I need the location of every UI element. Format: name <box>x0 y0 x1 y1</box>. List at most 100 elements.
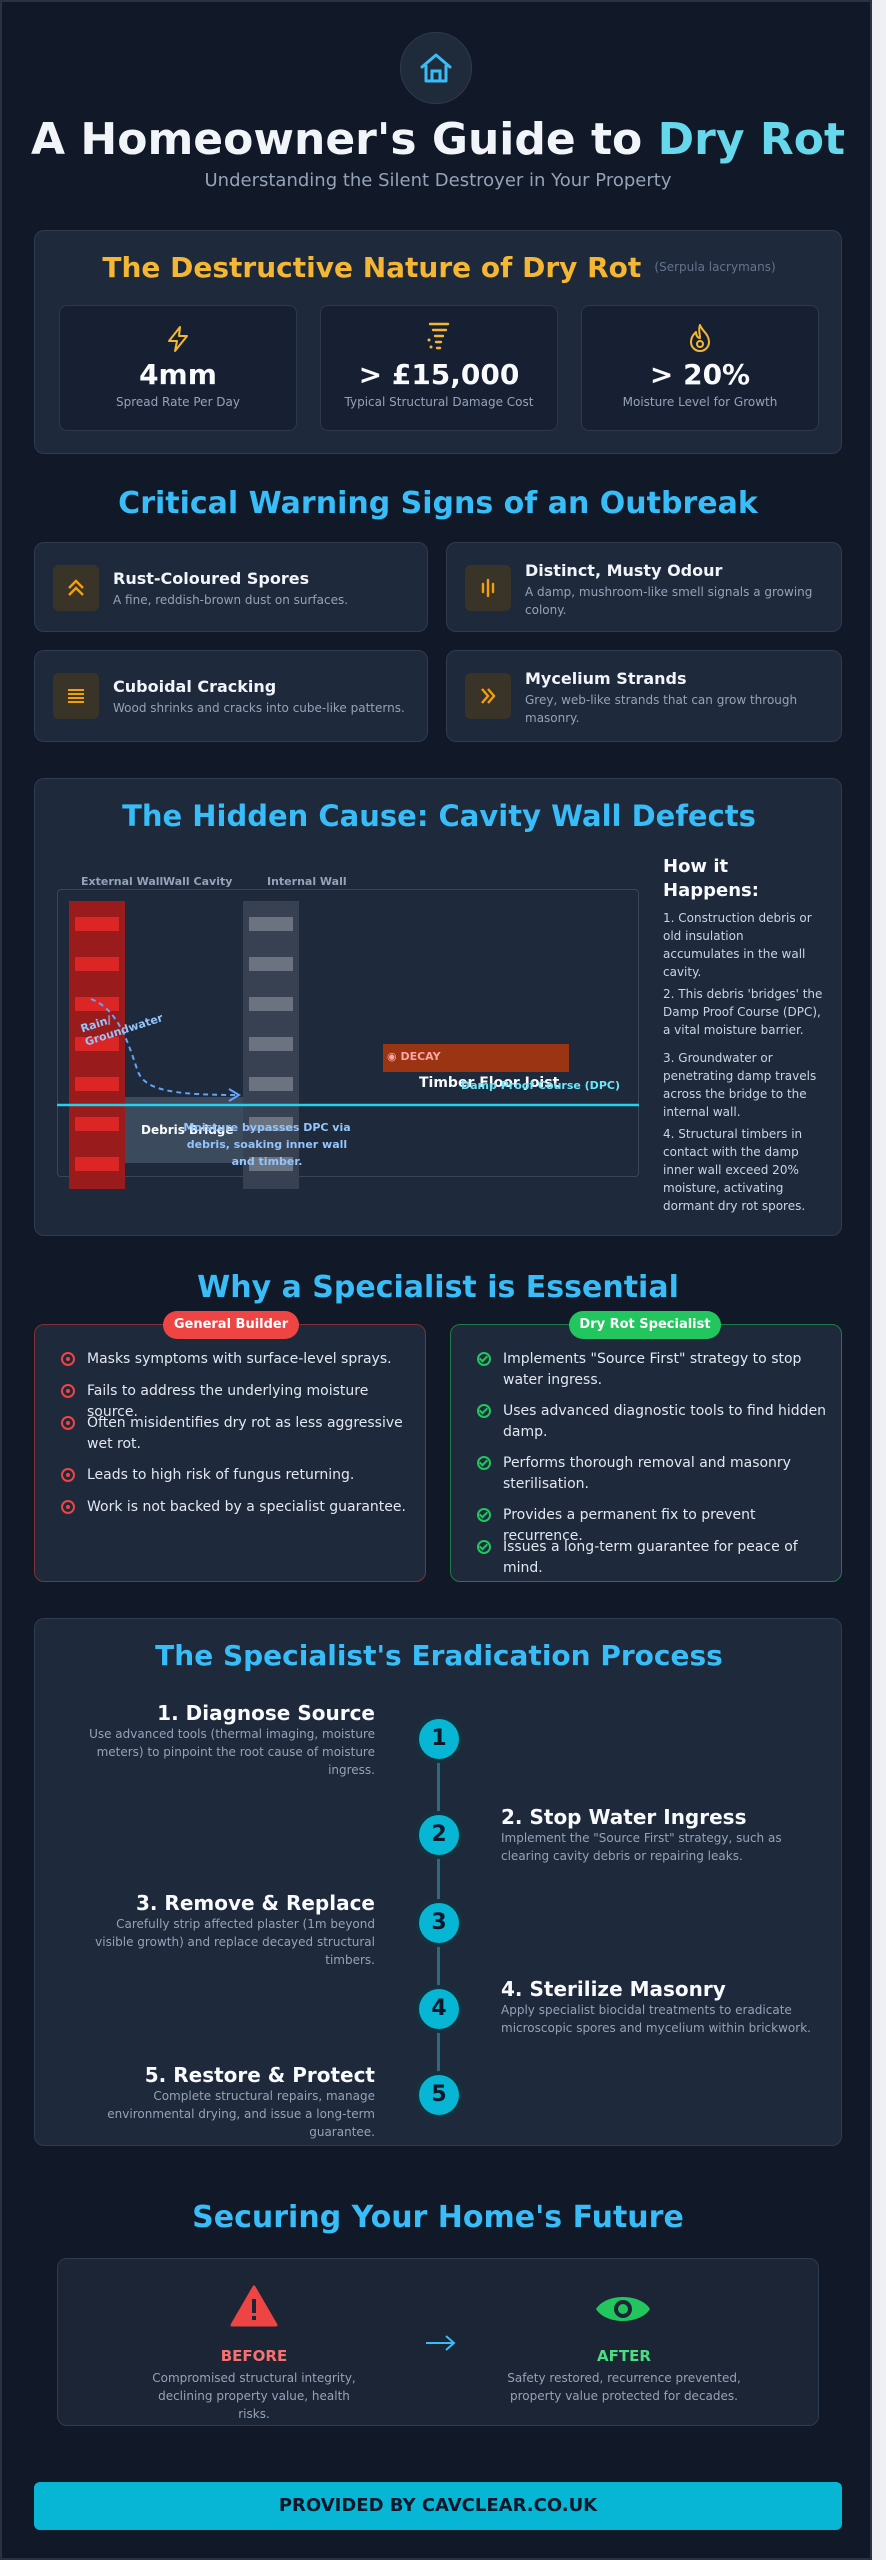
x-circle-icon <box>61 1468 75 1482</box>
how-step: 4. Structural timbers in contact with th… <box>663 1127 806 1213</box>
step-desc: Carefully strip affected plaster (1m bey… <box>95 1917 375 1967</box>
diagram-graphic <box>57 901 639 1189</box>
x-circle-icon <box>61 1500 75 1514</box>
warning-title: Critical Warning Signs of an Outbreak <box>118 486 758 521</box>
step-desc: Implement the "Source First" strategy, s… <box>501 1831 782 1863</box>
check-circle-icon <box>477 1508 491 1522</box>
step-desc: Complete structural repairs, manage envi… <box>107 2089 375 2139</box>
step-title: 4. Sterilize Masonry <box>501 1977 726 2001</box>
before-desc: Compromised structural integrity, declin… <box>152 2371 356 2421</box>
sign-desc: Grey, web-like strands that can grow thr… <box>525 693 798 725</box>
sign-title: Cuboidal Cracking <box>113 677 277 696</box>
label-bypass: Moisture bypasses DPC via debris, soakin… <box>183 1121 351 1168</box>
label-dpc: Damp Proof Course (DPC) <box>461 1079 620 1092</box>
cause-section: The Hidden Cause: Cavity Wall Defects Ex… <box>34 778 842 1236</box>
builder-item: Fails to address the underlying moisture… <box>61 1381 411 1423</box>
how-step: 3. Groundwater or penetrating damp trave… <box>663 1051 817 1119</box>
sign-desc: Wood shrinks and cracks into cube-like p… <box>113 701 405 715</box>
label-timber: Timber Floor Joist <box>419 1075 560 1091</box>
builder-pill: General Builder <box>163 1311 299 1339</box>
lightning-icon <box>60 324 296 358</box>
after-desc: Safety restored, recurrence prevented, p… <box>507 2371 741 2403</box>
sign-card: Cuboidal Cracking Wood shrinks and crack… <box>34 650 428 742</box>
before-label: BEFORE <box>220 2347 288 2365</box>
expert-pill: Dry Rot Specialist <box>569 1311 721 1339</box>
tornado-icon <box>321 320 557 358</box>
sign-card: Mycelium Strands Grey, web-like strands … <box>446 650 842 742</box>
builder-item: Leads to high risk of fungus returning. <box>61 1465 411 1486</box>
sign-title: Distinct, Musty Odour <box>525 561 723 580</box>
step-desc: Apply specialist biocidal treatments to … <box>501 2003 811 2035</box>
label-internal-wall: Internal Wall <box>267 875 347 888</box>
stat-spread-rate: 4mm Spread Rate Per Day <box>59 305 297 431</box>
stat-damage-cost: > £15,000 Typical Structural Damage Cost <box>320 305 558 431</box>
after-label: AFTER <box>597 2347 651 2365</box>
sign-title: Mycelium Strands <box>525 669 687 688</box>
step-title: 2. Stop Water Ingress <box>501 1805 747 1829</box>
specialist-title: Why a Specialist is Essential <box>197 1270 679 1305</box>
future-card: BEFORE Compromised structural integrity,… <box>57 2258 819 2426</box>
how-step: 2. This debris 'bridges' the Damp Proof … <box>663 987 823 1037</box>
footer-banner[interactable]: PROVIDED BY CAVCLEAR.CO.UK <box>34 2482 842 2530</box>
step-number: 3 <box>419 1903 459 1943</box>
x-circle-icon <box>61 1416 75 1430</box>
check-circle-icon <box>477 1404 491 1418</box>
builder-item: Often misidentifies dry rot as less aggr… <box>61 1413 411 1455</box>
warning-dot-icon: ◉ <box>387 1050 401 1063</box>
cause-title: The Hidden Cause: Cavity Wall Defects <box>122 799 756 833</box>
x-circle-icon <box>61 1384 75 1398</box>
stat-value: 4mm <box>139 358 217 391</box>
chevrons-up-icon <box>53 565 99 611</box>
page-subtitle: Understanding the Silent Destroyer in Yo… <box>204 170 672 191</box>
step-title: 5. Restore & Protect <box>144 2063 375 2087</box>
step-desc: Use advanced tools (thermal imaging, moi… <box>89 1727 375 1777</box>
step-title: 1. Diagnose Source <box>157 1701 375 1725</box>
how-title: How it Happens: <box>663 856 759 901</box>
sign-desc: A fine, reddish-brown dust on surfaces. <box>113 593 349 607</box>
latin-name: (Serpula lacrymans) <box>654 260 776 274</box>
bars-vertical-icon <box>465 565 511 611</box>
process-section: The Specialist's Eradication Process 1 1… <box>34 1618 842 2146</box>
expert-item: Provides a permanent fix to prevent recu… <box>477 1505 827 1547</box>
stat-label: Typical Structural Damage Cost <box>344 395 534 409</box>
step-number: 2 <box>419 1815 459 1855</box>
page-title: A Homeowner's Guide to Dry Rot <box>31 114 845 165</box>
sign-card: Rust-Coloured Spores A fine, reddish-bro… <box>34 542 428 632</box>
label-decay: ◉ DECAY <box>387 1050 441 1063</box>
sign-desc: A damp, mushroom-like smell signals a gr… <box>525 585 813 617</box>
stat-value: > £15,000 <box>358 358 520 391</box>
flame-icon <box>582 322 818 358</box>
label-external-wall: External Wall <box>81 875 164 888</box>
stat-moisture-level: > 20% Moisture Level for Growth <box>581 305 819 431</box>
x-circle-icon <box>61 1352 75 1366</box>
expert-card: Dry Rot Specialist Implements "Source Fi… <box>450 1311 842 1582</box>
future-title: Securing Your Home's Future <box>192 2200 684 2235</box>
expert-item: Performs thorough removal and masonry st… <box>477 1453 827 1495</box>
label-wall-cavity: Wall Cavity <box>163 875 233 888</box>
check-circle-icon <box>477 1540 491 1554</box>
stat-value: > 20% <box>649 358 751 391</box>
how-step: 1. Construction debris or old insulation… <box>663 911 812 979</box>
sign-card: Distinct, Musty Odour A damp, mushroom-l… <box>446 542 842 632</box>
lines-horizontal-icon <box>53 673 99 719</box>
footer-label: PROVIDED BY CAVCLEAR.CO.UK <box>278 2495 598 2516</box>
builder-card: General Builder Masks symptoms with surf… <box>34 1311 426 1582</box>
stat-label: Spread Rate Per Day <box>115 395 241 409</box>
expert-item: Uses advanced diagnostic tools to find h… <box>477 1401 827 1443</box>
warning-triangle-icon <box>230 2285 278 2331</box>
step-title: 3. Remove & Replace <box>135 1891 375 1915</box>
step-number: 4 <box>419 1989 459 2029</box>
step-number: 5 <box>419 2075 459 2115</box>
check-circle-icon <box>477 1456 491 1470</box>
builder-item: Work is not backed by a specialist guara… <box>61 1497 411 1518</box>
process-title: The Specialist's Eradication Process <box>155 1639 723 1672</box>
home-icon <box>400 32 472 104</box>
step-number: 1 <box>419 1719 459 1759</box>
check-circle-icon <box>477 1352 491 1366</box>
eye-icon <box>594 2289 652 2333</box>
destructive-title: The Destructive Nature of Dry Rot <box>102 251 642 284</box>
builder-item: Masks symptoms with surface-level sprays… <box>61 1349 411 1370</box>
diagram-frame <box>57 889 639 1177</box>
expert-item: Issues a long-term guarantee for peace o… <box>477 1537 827 1579</box>
